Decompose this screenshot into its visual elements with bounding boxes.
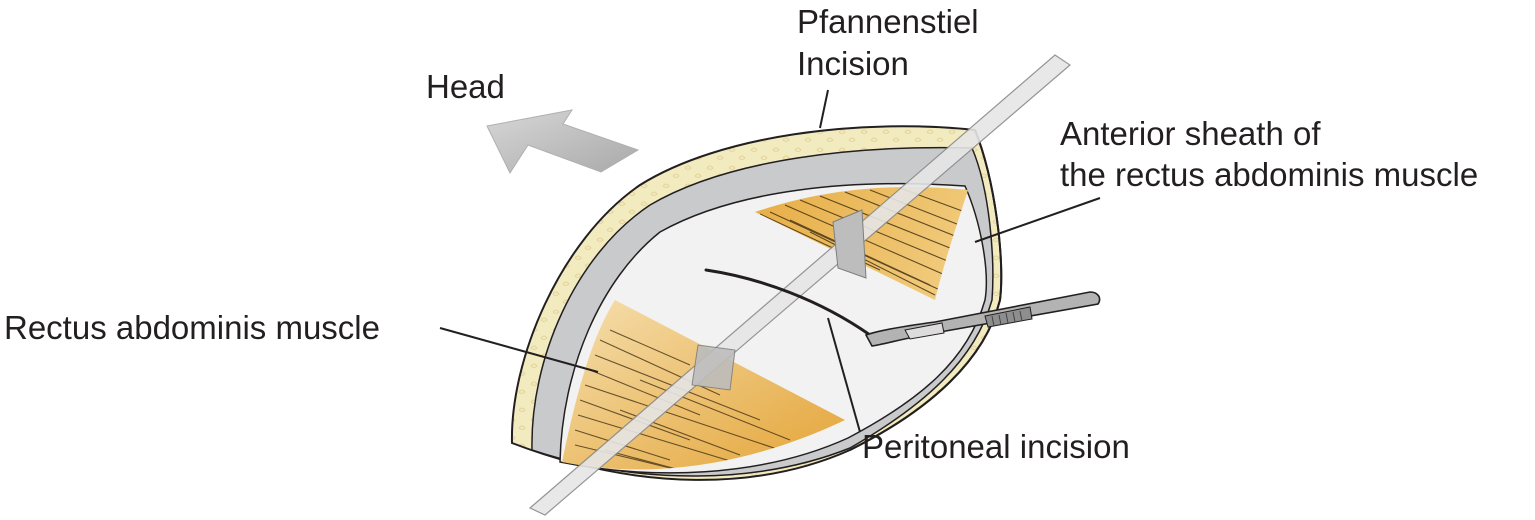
pfannenstiel-label-line2: Incision xyxy=(797,45,909,82)
pfannenstiel-label-line1: Pfannenstiel xyxy=(797,3,979,40)
anterior-sheath-leader xyxy=(974,197,1101,243)
anterior-sheath-label-line1: Anterior sheath of xyxy=(1060,115,1321,152)
rectus-muscle-leader xyxy=(439,327,599,373)
head-direction-arrow xyxy=(486,109,640,175)
head-label: Head xyxy=(426,68,505,105)
anterior-sheath-label-line2: the rectus abdominis muscle xyxy=(1060,156,1478,193)
peritoneal-incision-leader xyxy=(827,317,861,433)
retractor-icon xyxy=(528,54,1071,516)
pfannenstiel-leader xyxy=(819,89,829,129)
peritoneal-incision-line xyxy=(704,268,872,337)
incision-wound xyxy=(510,54,1071,516)
scalpel-icon xyxy=(864,291,1101,347)
peritoneal-incision-label: Peritoneal incision xyxy=(862,428,1130,465)
leader-lines xyxy=(439,89,1101,433)
arrow-left-icon xyxy=(486,109,640,175)
rectus-muscle-label: Rectus abdominis muscle xyxy=(4,309,380,346)
anterior-sheath-edge xyxy=(849,129,1003,451)
